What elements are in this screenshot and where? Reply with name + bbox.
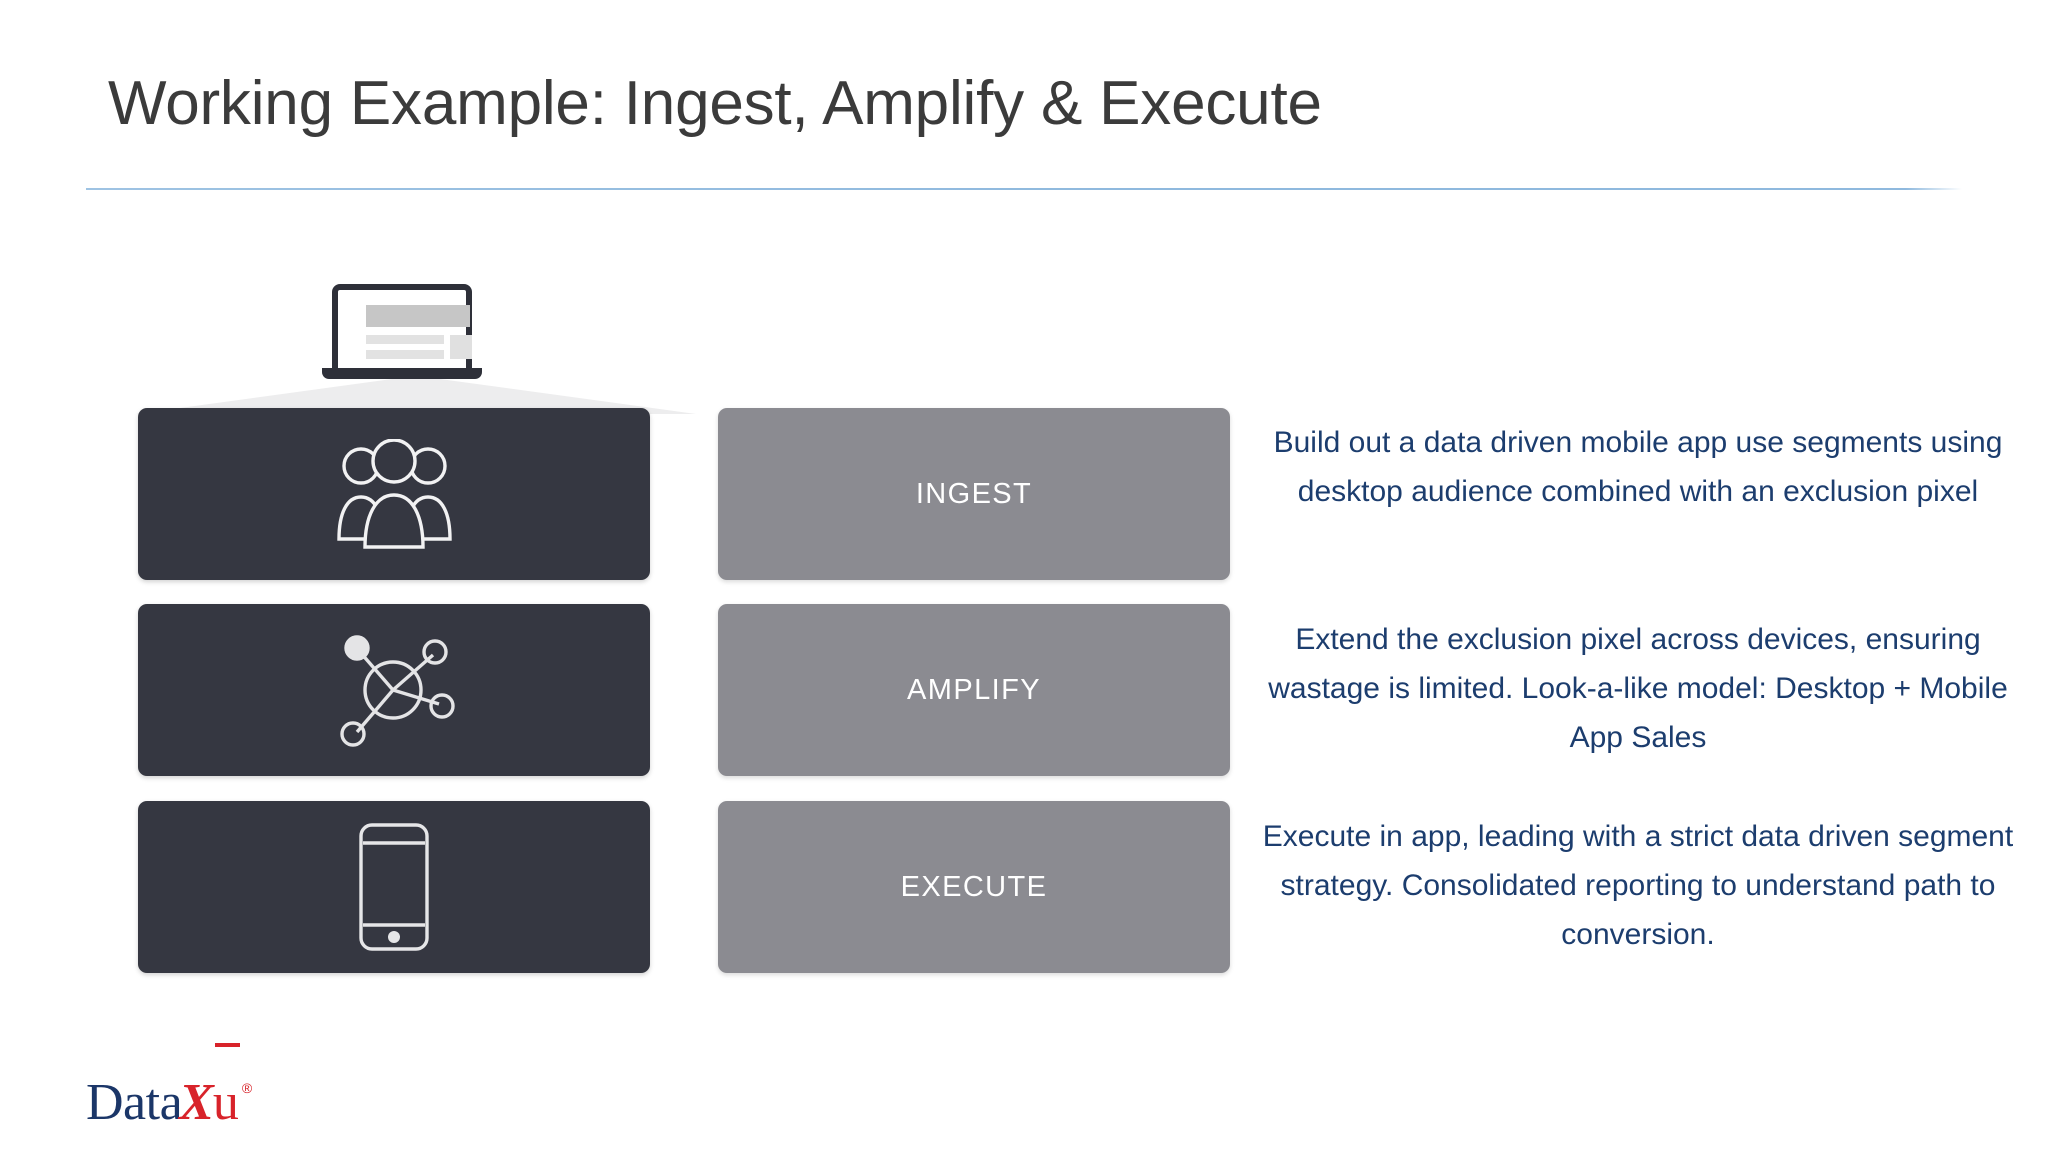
laptop-content-bar-thin-1 (366, 335, 444, 344)
icon-panel-amplify (138, 604, 650, 776)
logo-wordmark-data: Data (86, 1074, 183, 1131)
logo-macron-bar (214, 1043, 240, 1047)
dataxu-logo: Data X u ® (86, 1043, 253, 1131)
logo-wordmark-u-group: u (212, 1043, 240, 1132)
stage-label-amplify: AMPLIFY (907, 673, 1041, 706)
laptop-content-block (450, 335, 472, 359)
icon-panel-ingest (138, 408, 650, 580)
stage-description-execute: Execute in app, leading with a strict da… (1262, 820, 2014, 951)
people-group-icon (138, 408, 650, 580)
network-nodes-icon (138, 604, 650, 776)
registered-trademark-icon: ® (241, 1080, 253, 1096)
stage-description-ingest: Build out a data driven mobile app use s… (1273, 426, 2003, 508)
laptop-content-bar-thin-2 (366, 350, 444, 359)
title-divider (86, 188, 1962, 190)
laptop-screen (332, 284, 472, 368)
mobile-phone-icon (138, 801, 650, 973)
logo-wordmark-x: X (179, 1074, 214, 1131)
page-title: Working Example: Ingest, Amplify & Execu… (108, 69, 1322, 138)
stage-label-execute: EXECUTE (900, 870, 1048, 903)
stage-box-ingest[interactable]: INGEST (718, 408, 1230, 580)
logo-wordmark-u: u (212, 1074, 239, 1131)
laptop-content-bar-large (366, 305, 470, 327)
laptop-base (322, 368, 482, 379)
laptop-icon (322, 284, 482, 384)
stage-label-ingest: INGEST (915, 477, 1033, 510)
stage-box-execute[interactable]: EXECUTE (718, 801, 1230, 973)
stage-description-amplify: Extend the exclusion pixel across device… (1268, 623, 2008, 754)
stage-box-amplify[interactable]: AMPLIFY (718, 604, 1230, 776)
icon-panel-execute (138, 801, 650, 973)
